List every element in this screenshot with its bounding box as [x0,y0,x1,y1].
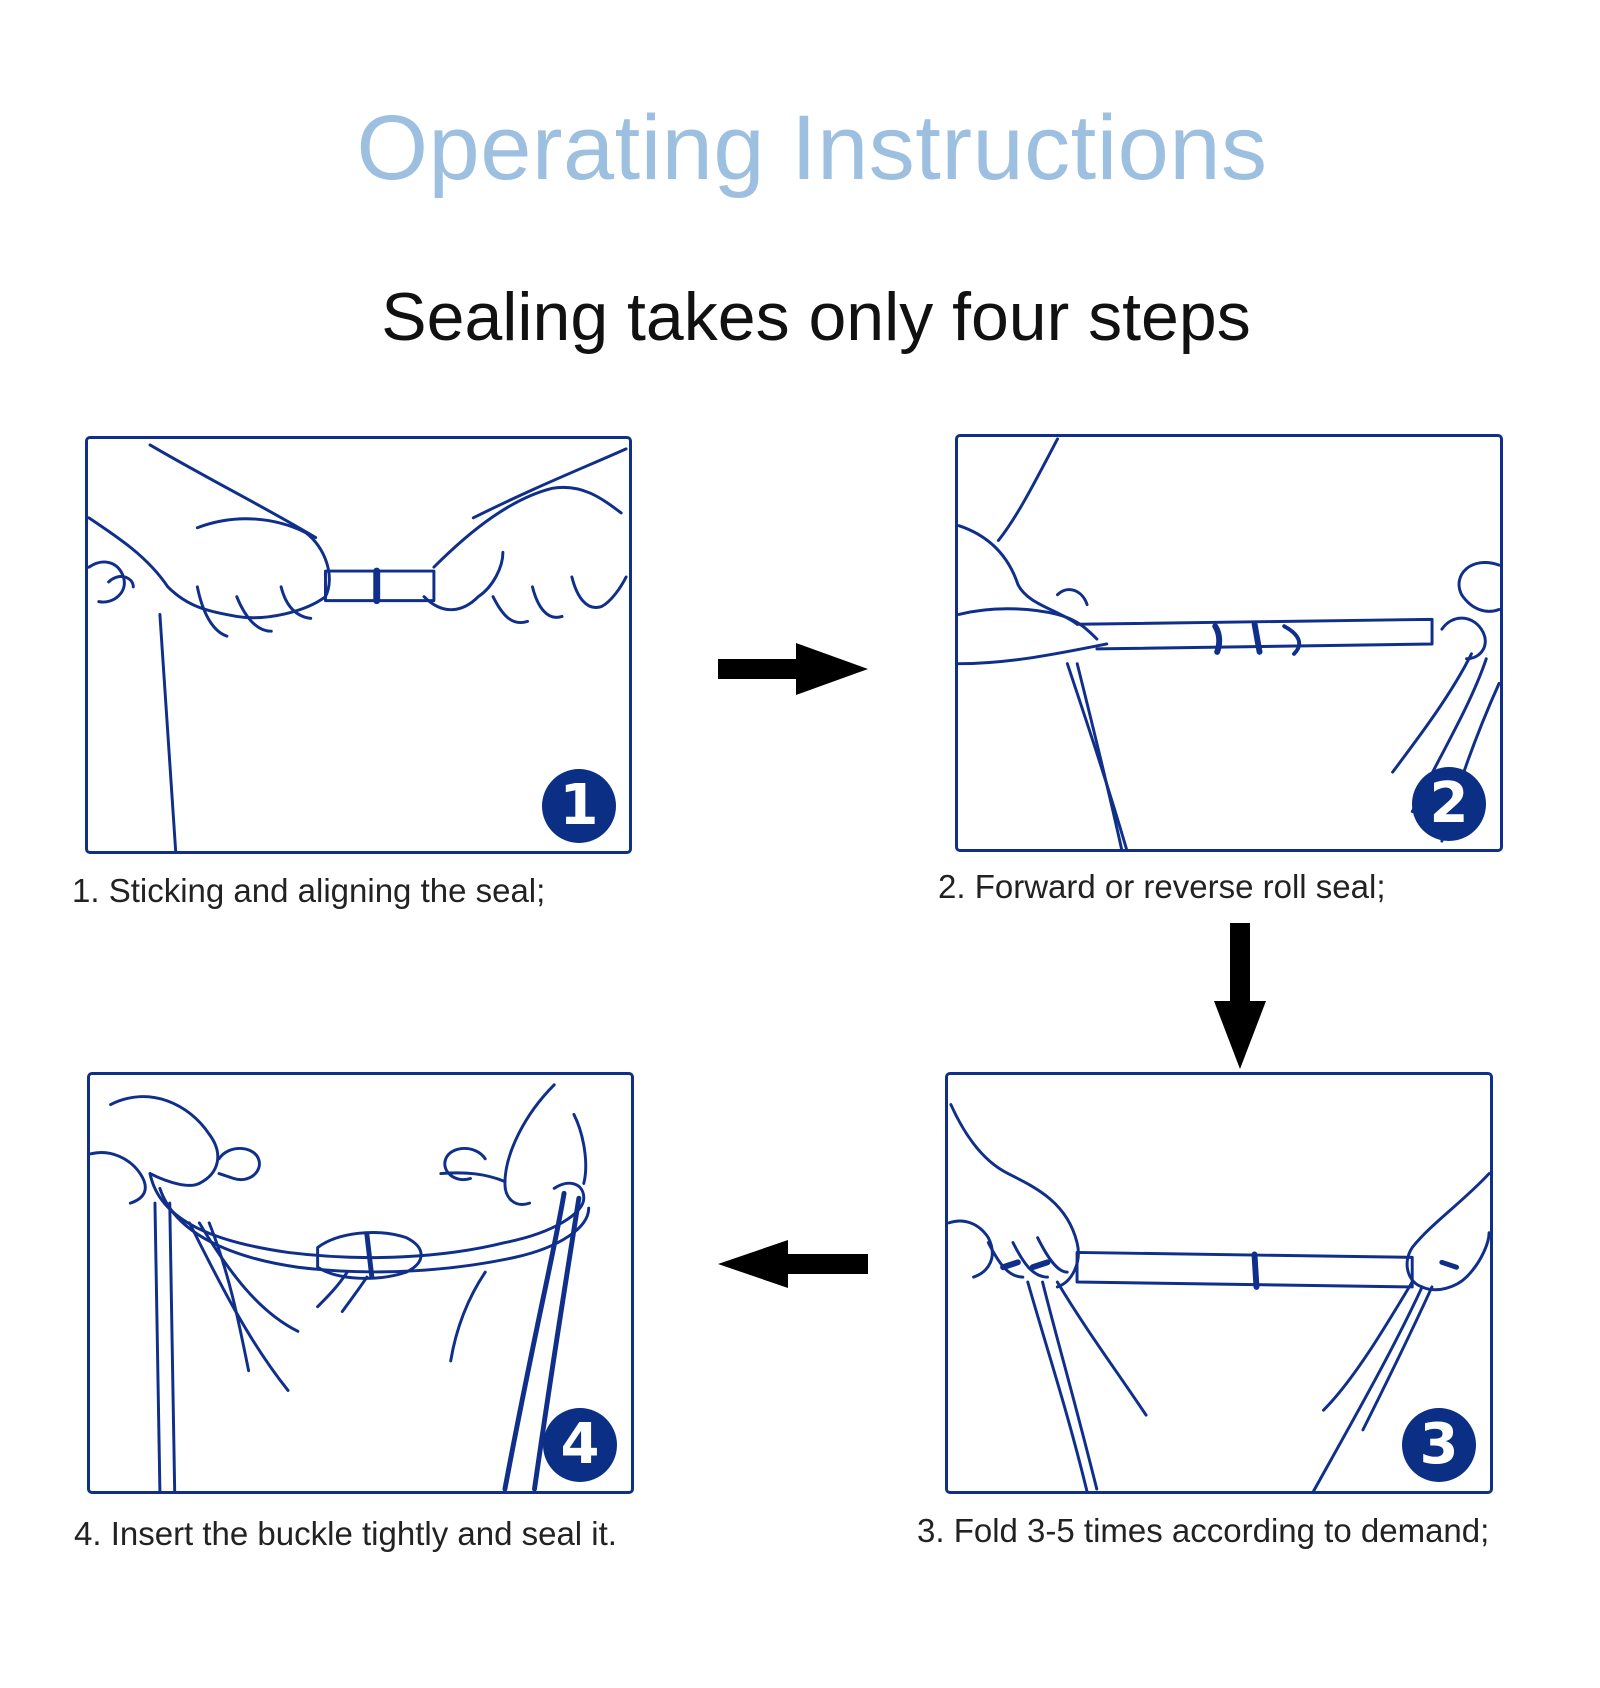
step-4-caption: 4. Insert the buckle tightly and seal it… [74,1515,617,1552]
arrow-left-icon [718,1240,868,1288]
step-4-number-badge: 4 [543,1408,617,1482]
step-1-number-badge: 1 [542,769,616,843]
step-2-number-badge: 2 [1412,767,1486,841]
arrow-down-icon [1214,923,1266,1069]
step-3-illustration [948,1103,1490,1491]
page-title: Operating Instructions [356,97,1268,199]
step-2-panel: 2 [955,434,1503,852]
step-3-caption: 3. Fold 3-5 times according to demand; [917,1512,1490,1549]
step-1-illustration [88,443,628,851]
step-1-caption: 1. Sticking and aligning the seal; [72,872,546,909]
page-subtitle: Sealing takes only four steps [381,279,1251,355]
step-4-illustration [90,1083,591,1491]
step-3-number-badge: 3 [1402,1408,1476,1482]
step-4-panel: 4 [87,1072,634,1494]
arrow-right-icon [718,643,868,695]
step-2-caption: 2. Forward or reverse roll seal; [938,868,1386,905]
step-3-panel: 3 [945,1072,1493,1494]
step-1-panel: 1 [85,436,632,854]
